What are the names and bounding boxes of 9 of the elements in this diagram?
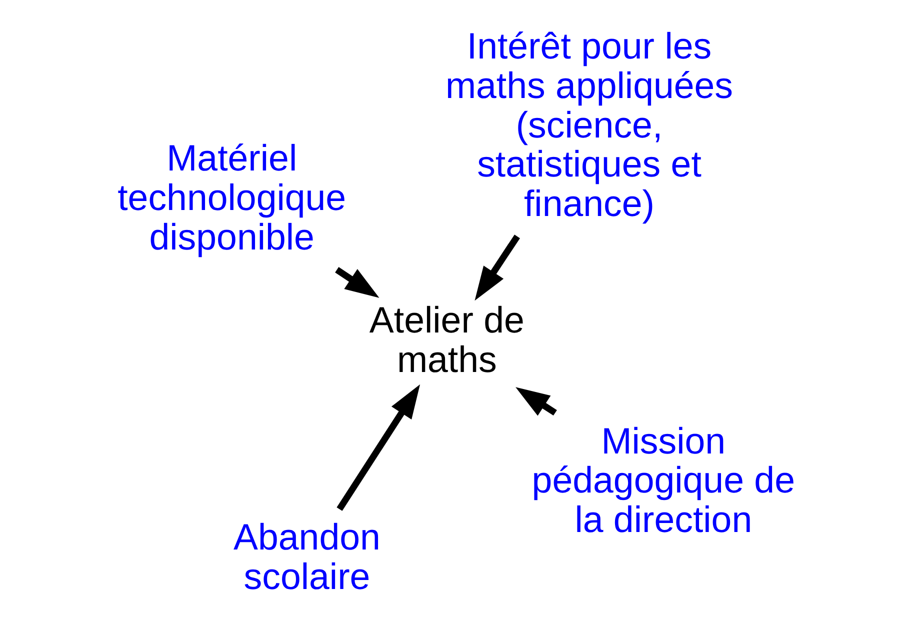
- arrow: [336, 384, 420, 511]
- node-text: Intérêt pour les maths appliquées (science, statistiques et finance): [445, 26, 734, 224]
- node-text: Mission pédagogique de la direction: [532, 420, 796, 540]
- node-text: Matériel technologique disponible: [118, 138, 346, 258]
- node-text: Atelier de maths: [369, 300, 524, 380]
- node-text: Abandon scolaire: [234, 516, 380, 597]
- arrow: [335, 267, 380, 298]
- arrow: [516, 387, 557, 416]
- arrow: [474, 234, 520, 301]
